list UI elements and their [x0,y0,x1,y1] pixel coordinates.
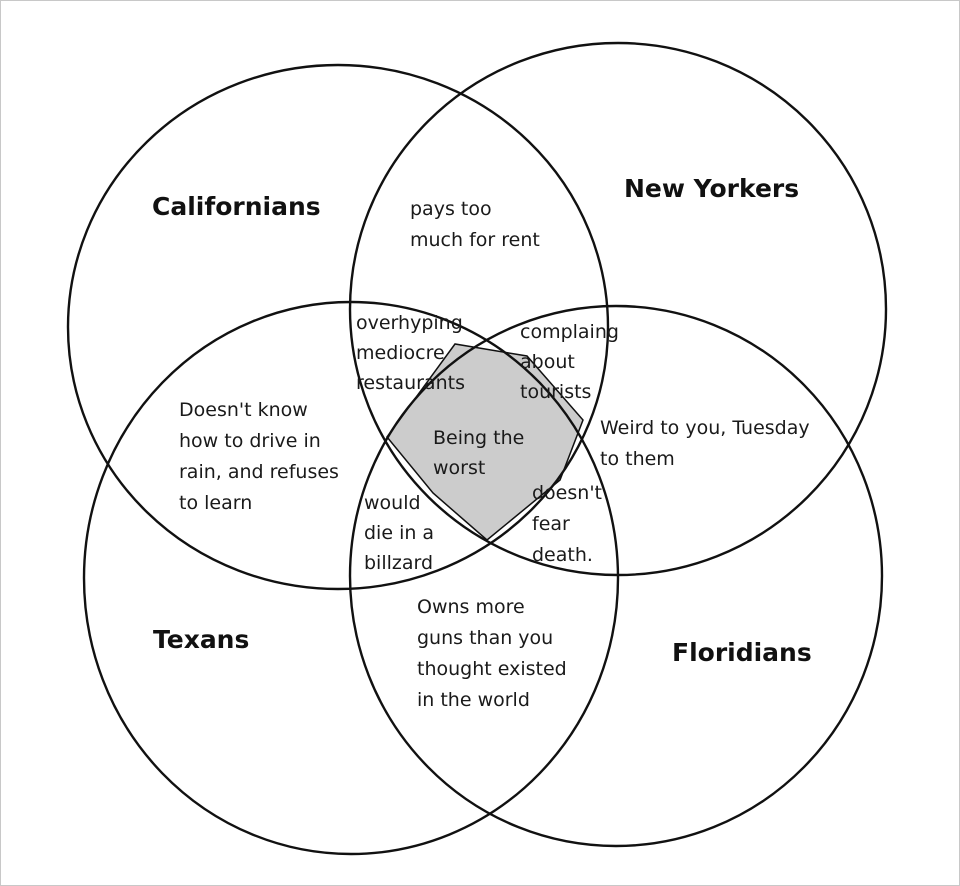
region-ca-ny-tx-line-2: mediocre [356,342,445,364]
texans-label: Texans [153,625,250,654]
region-all-line-2: worst [433,457,486,479]
region-ca-tx-line-1: Doesn't know [179,399,308,421]
region-ny-fl-line-1: Weird to you, Tuesday [600,417,810,439]
region-ca-tx-line-4: to learn [179,492,253,514]
floridians-label: Floridians [672,638,812,667]
region-all-line-1: Being the [433,427,525,449]
region-ny-tx-fl-line-2: fear [532,513,570,535]
region-tx-fl-line-2: guns than you [417,627,554,649]
region-ny-tx-fl-line-3: death. [532,544,593,566]
region-tx-fl-line-1: Owns more [417,596,525,618]
region-ca-ny-text: pays too much for rent [410,194,540,256]
region-ca-tx-fl-line-3: billzard [364,552,434,574]
region-ca-ny-tx-line-3: restaurants [356,372,465,394]
region-ca-tx-line-3: rain, and refuses [179,461,339,483]
region-ca-ny-fl-text: complaing about tourists [520,317,619,407]
californians-label: Californians [152,192,321,221]
region-ca-ny-fl-line-2: about [520,351,575,373]
region-ny-fl-line-2: to them [600,448,675,470]
region-tx-fl-line-3: thought existed [417,658,567,680]
region-ca-ny-tx-text: overhyping mediocre restaurants [356,308,465,398]
region-ca-tx-line-2: how to drive in [179,430,321,452]
region-ny-tx-fl-line-1: doesn't [532,482,602,504]
floridians-circle [348,304,884,848]
region-ca-ny-fl-line-1: complaing [520,321,619,343]
region-tx-fl-line-4: in the world [417,689,530,711]
region-ca-tx-fl-line-1: would [364,492,421,514]
region-ca-ny-line-2: much for rent [410,229,540,251]
region-ca-tx-fl-text: would die in a billzard [364,488,434,578]
new-yorkers-label: New Yorkers [624,174,800,203]
region-ca-ny-tx-line-1: overhyping [356,312,463,334]
region-ca-ny-line-1: pays too [410,198,492,220]
region-ca-tx-fl-line-2: die in a [364,522,435,544]
region-ny-fl-text: Weird to you, Tuesday to them [600,413,810,475]
center-intersection-region [386,343,584,541]
region-all-text: Being the worst [433,423,524,483]
region-tx-fl-text: Owns more guns than you thought existed … [417,592,567,716]
texans-circle [82,300,620,856]
region-ca-tx-text: Doesn't know how to drive in rain, and r… [179,395,339,519]
region-ca-ny-fl-line-3: tourists [520,381,592,403]
region-ny-tx-fl-text: doesn't fear death. [532,478,602,571]
californians-circle [66,63,610,591]
